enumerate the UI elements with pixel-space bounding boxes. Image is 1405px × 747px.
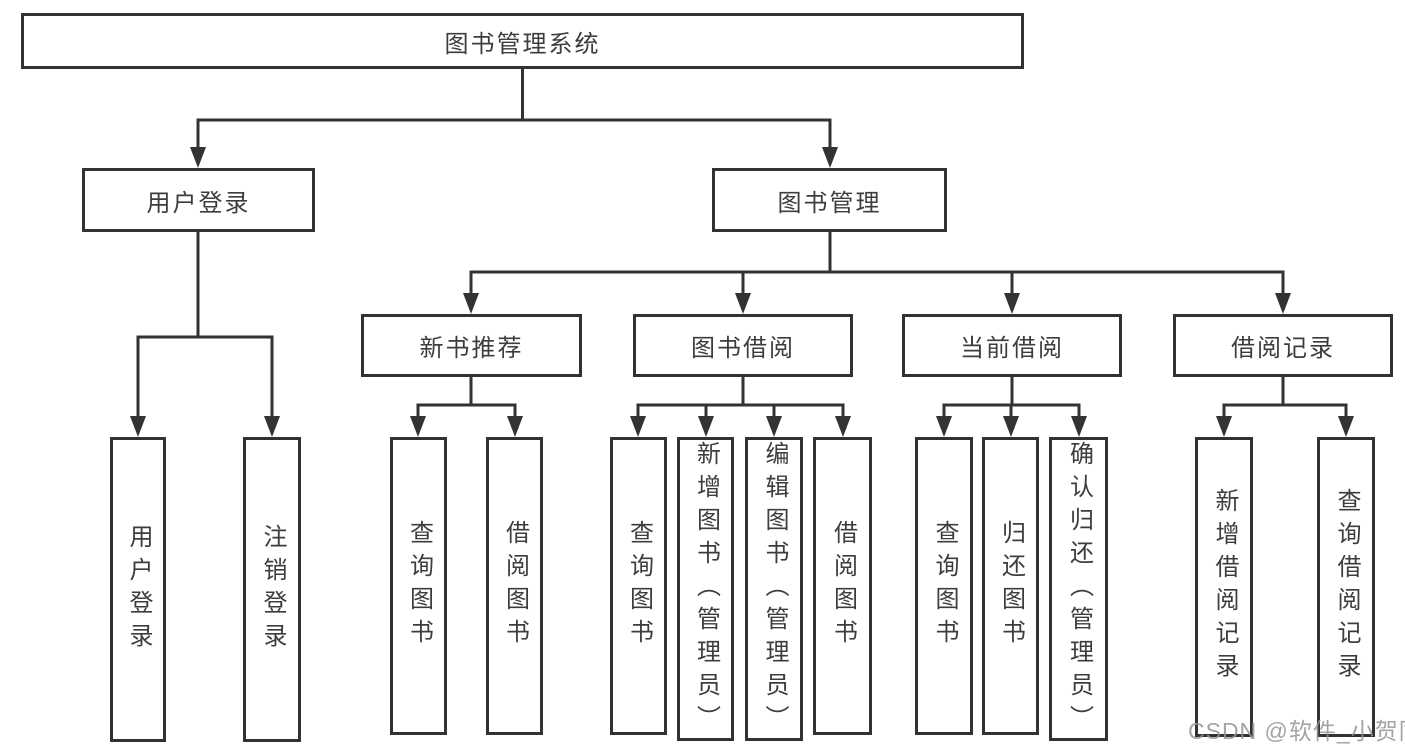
node-root: 图书管理系统 [21,13,1024,69]
node-user-login: 用户登录 [82,168,315,232]
arrowheads [130,147,1354,437]
leaf-query-books-2: 查询图书 [610,437,667,735]
csdn-watermark: CSDN @软件_小贺同学 [1188,718,1405,744]
leaf-add-books-admin: 新增图书（管理员） [677,437,734,741]
leaf-borrow-books-2: 借阅图书 [813,437,872,735]
node-book-management: 图书管理 [712,168,947,232]
leaf-confirm-return-admin: 确认归还（管理员） [1049,437,1108,741]
node-book-borrowing: 图书借阅 [633,314,853,377]
leaf-user-login: 用户登录 [110,437,166,742]
leaf-query-borrow-record: 查询借阅记录 [1317,437,1375,737]
leaf-borrow-books-1: 借阅图书 [486,437,543,735]
node-new-book-recommendation: 新书推荐 [361,314,582,377]
leaf-query-books-3: 查询图书 [915,437,973,735]
node-borrowing-records: 借阅记录 [1173,314,1393,377]
leaf-edit-books-admin: 编辑图书（管理员） [745,437,803,741]
leaf-logout: 注销登录 [243,437,301,742]
leaf-add-borrow-record: 新增借阅记录 [1195,437,1253,737]
node-current-borrowing: 当前借阅 [902,314,1122,377]
leaf-return-books: 归还图书 [982,437,1039,735]
leaf-query-books-1: 查询图书 [390,437,447,735]
